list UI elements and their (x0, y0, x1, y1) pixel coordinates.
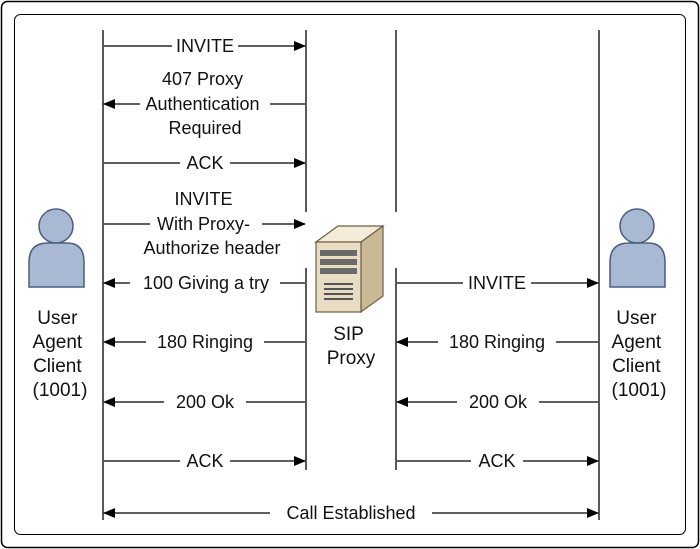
message-label: ACK (186, 153, 223, 173)
message-label: 200 Ok (469, 392, 528, 412)
message-label: INVITE (468, 273, 526, 293)
user-icon (609, 208, 666, 288)
message-200-ok-left: 200 Ok (103, 392, 305, 412)
message-label: Authentication (145, 94, 259, 114)
message-label: ACK (478, 451, 515, 471)
message-label: INVITE (176, 36, 234, 56)
message-label: 180 Ringing (157, 332, 253, 352)
message-ack: ACK (104, 153, 306, 173)
message-200-ok-right: 200 Ok (396, 392, 598, 412)
svg-text:INVITE With Proxy-: INVITE With Proxy- Authorize header (143, 189, 280, 258)
message-label: Authorize header (143, 238, 280, 258)
message-label: Required (168, 118, 241, 138)
message-label: 407 Proxy (162, 69, 243, 89)
message-407-proxy-auth-required: 407 Proxy Authentication Required (103, 69, 305, 138)
message-label: INVITE (174, 189, 232, 209)
inner-frame (14, 14, 686, 535)
svg-text:407 Proxy Authentication: 407 Proxy Authentication Required (145, 69, 264, 138)
left-client-label: User Agent Client (1001) (33, 308, 88, 401)
message-180-ringing-left: 180 Ringing (103, 332, 305, 352)
message-ack-right: ACK (397, 451, 599, 471)
proxy-label: SIP Proxy (327, 324, 376, 369)
message-invite-right: INVITE (397, 273, 599, 293)
message-label: 100 Giving a try (143, 273, 269, 293)
message-ack-final-left: ACK (104, 451, 306, 471)
message-invite-proxy-authorize: INVITE With Proxy- Authorize header (104, 189, 306, 258)
message-label: ACK (186, 451, 223, 471)
message-invite: INVITE (104, 36, 306, 56)
message-label: 200 Ok (176, 392, 235, 412)
call-established-arrow: Call Established (103, 503, 599, 523)
user-icon (28, 208, 85, 288)
message-label: With Proxy- (157, 214, 250, 234)
message-100-giving-a-try: 100 Giving a try (103, 273, 305, 293)
message-180-ringing-right: 180 Ringing (396, 332, 598, 352)
message-label: 180 Ringing (449, 332, 545, 352)
call-established-label: Call Established (286, 503, 415, 523)
server-icon (314, 224, 385, 314)
right-client-label: User Agent Client (1001) (612, 308, 667, 401)
